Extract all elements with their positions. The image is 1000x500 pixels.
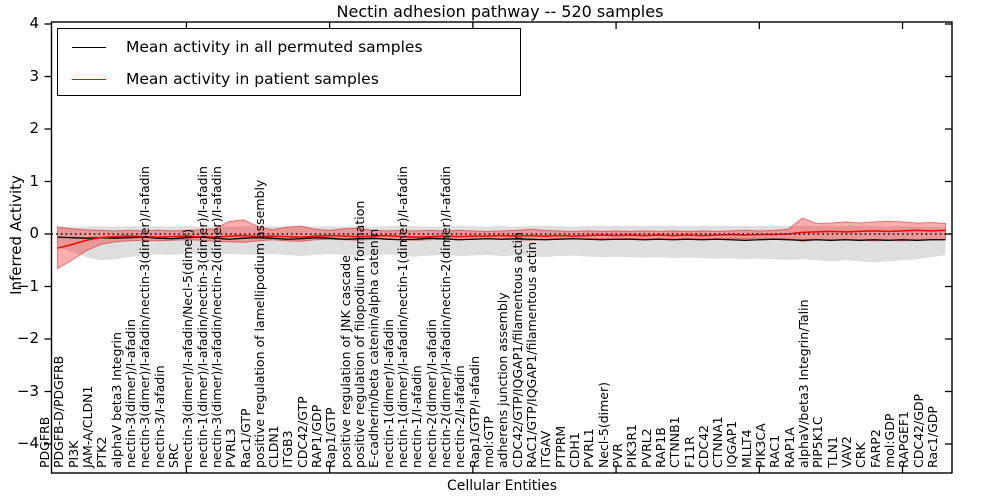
x-tick-label: nectin-2(dimer)/I-afadin/nectin-2(dimer)… — [438, 166, 454, 468]
x-tick-label: CTNNB1 — [667, 416, 683, 468]
x-tick-label: VAV2 — [839, 435, 855, 468]
x-tick-label: PVRL1 — [581, 428, 597, 468]
x-tick-label: nectin-3(dimer)/I-afadin/nectin-2(dimer)… — [208, 166, 224, 468]
y-tick-label: −3 — [16, 381, 39, 400]
x-tick-label: SRC — [165, 443, 181, 468]
patient-mean-line — [57, 229, 946, 249]
y-tick-label: 0 — [29, 224, 39, 242]
x-tick-label: nectin-1/I-afadin — [409, 365, 425, 468]
x-tick-label: PDGFB-D/PDGFRB — [51, 355, 67, 468]
x-tick-label: RAC1/GTP/IQGAP1/filamentous actin — [523, 241, 539, 468]
y-tick-label: 3 — [29, 66, 39, 85]
x-tick-label: CLDN1 — [266, 425, 282, 468]
x-tick-label: PTK2 — [94, 436, 110, 468]
x-tick-label: RAP1/GDP — [309, 404, 325, 468]
x-tick-label: alphaV beta3 Integrin — [108, 332, 124, 468]
x-tick-label: nectin-3(dimer)/I-afadin — [122, 319, 138, 468]
y-tick-labels: 4 3 2 1 0 −1 −2 −3 −4 — [0, 0, 47, 500]
x-tick-label: JAM-A/CLDN1 — [79, 385, 95, 468]
x-tick-label: Rac1/GTP — [237, 408, 253, 468]
x-tick-label: CDH1 — [566, 432, 582, 468]
x-tick-label: ITGB3 — [280, 430, 296, 468]
x-tick-label: CDC42/GTP — [294, 396, 310, 468]
x-tick-label: positive regulation of filopodium format… — [352, 200, 368, 468]
x-tick-label: Necl-5(dimer) — [595, 381, 611, 468]
x-tick-label: nectin-1(dimer)/I-afadin/nectin-3(dimer)… — [194, 166, 210, 468]
x-tick-label: nectin-3(dimer)/I-afadin/nectin-3(dimer)… — [137, 166, 153, 468]
x-tick-label: RAP1A — [781, 427, 797, 468]
x-tick-label: nectin-2/I-afadin — [452, 365, 468, 468]
x-tick-label: mol:GDP — [882, 413, 898, 468]
chart-title: Nectin adhesion pathway -- 520 samples — [336, 2, 664, 21]
x-tick-label: positive regulation of lamellipodium ass… — [251, 179, 267, 468]
x-tick-label: PDGFRB — [37, 416, 52, 468]
x-tick-label: F11R — [681, 436, 697, 468]
x-tick-label: nectin-1(dimer)/I-afadin/nectin-1(dimer)… — [395, 166, 411, 468]
y-tick-label: 2 — [29, 119, 39, 137]
x-tick-label: RAPGEF1 — [896, 411, 912, 468]
x-tick-label: PIK3R1 — [624, 423, 640, 468]
x-tick-label: PIK3CA — [753, 423, 769, 468]
x-tick-label: PTPRM — [552, 425, 568, 468]
x-tick-label: nectin-1(dimer)/I-afadin — [380, 319, 396, 468]
x-tick-label: ITGAV — [538, 430, 554, 468]
x-tick-label: IQGAP1 — [724, 420, 740, 468]
x-tick-label: mol:GTP — [481, 416, 496, 468]
x-axis-title: Cellular Entities — [446, 478, 558, 494]
legend-label-permuted: Mean activity in all permuted samples — [126, 38, 423, 56]
x-tick-label: PVR — [609, 443, 625, 468]
legend-line-black-icon — [72, 46, 106, 48]
x-tick-label: CDC42 — [695, 425, 711, 468]
y-tick-label: −1 — [16, 276, 39, 295]
x-tick-label: CDC42/GDP — [910, 393, 926, 468]
x-tick-label: alphaV/beta3 Integrin/Talin — [796, 299, 812, 469]
x-tick-label: E-cadherin/beta catenin/alpha catenin — [366, 228, 382, 468]
x-tick-label: positive regulation of JNK cascade — [337, 255, 353, 468]
legend: Mean activity in all permuted samples Me… — [57, 28, 521, 96]
x-tick-label: PVRL3 — [223, 428, 239, 468]
x-tick-label: CRK — [853, 442, 869, 468]
x-tick-label: Rap1/GTP — [323, 407, 339, 468]
y-tick-label: −4 — [16, 434, 39, 452]
x-tick-label: RAP1B — [652, 427, 668, 468]
x-tick-label: CTNNA1 — [710, 416, 726, 468]
axes-frame — [50, 21, 953, 474]
y-tick-label: 1 — [29, 171, 39, 190]
x-tick-label: nectin-2(dimer)/I-afadin — [423, 319, 439, 468]
legend-item-permuted: Mean activity in all permuted samples — [58, 32, 423, 62]
y-tick-label: 4 — [29, 14, 39, 32]
x-tick-label: PVRL2 — [638, 428, 654, 468]
x-tick-label: PIP5K1C — [810, 416, 826, 468]
x-tick-label: FARP2 — [867, 429, 883, 468]
x-tick-label: adherens junction assembly — [495, 292, 511, 468]
x-tick-label: nectin-3/I-afadin — [151, 365, 167, 468]
x-tick-label: Rac1/GDP — [925, 406, 940, 468]
x-tick-label: PI3K — [65, 440, 81, 468]
x-tick-label: nectin-3(dimer)/I-afadin/Necl-5(dimer) — [180, 228, 196, 468]
x-tick-label: TLN1 — [824, 436, 840, 468]
x-tick-label: CDC42/GTP/IQGAP1/filamentous actin — [509, 232, 525, 468]
legend-item-patient: Mean activity in patient samples — [58, 64, 379, 94]
x-tick-label: Rap1/GTP/I-afadin — [466, 355, 482, 468]
x-tick-label: MLLT4 — [738, 429, 754, 468]
legend-line-red-icon — [72, 78, 106, 80]
y-tick-label: −2 — [16, 329, 39, 347]
x-tick-label: RAC1 — [767, 434, 783, 468]
y-axis-title: Inferred Activity — [7, 175, 25, 295]
legend-label-patient: Mean activity in patient samples — [126, 70, 379, 88]
